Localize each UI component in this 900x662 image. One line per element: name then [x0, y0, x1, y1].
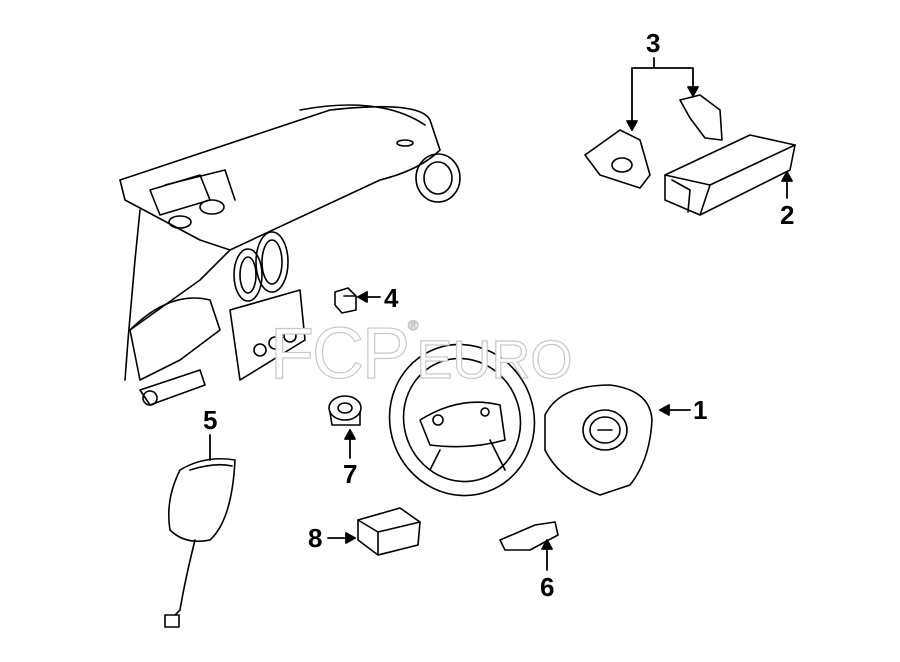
sensor-illustration: [499, 521, 559, 551]
clockspring-illustration: [328, 395, 362, 426]
callout-2: 2: [780, 200, 795, 230]
passenger-airbag-illustration: [664, 134, 796, 216]
callout-7: 7: [343, 459, 358, 489]
callout-4: 4: [384, 283, 399, 313]
watermark-brand: FCP: [269, 314, 410, 394]
callout-1: 1: [693, 395, 708, 425]
dashboard-illustration: [119, 104, 461, 406]
steering-wheel-illustration: [388, 343, 536, 497]
airbag-brackets-illustration: [584, 94, 723, 189]
driver-airbag-illustration: [544, 384, 653, 496]
side-airbag-illustration: [164, 457, 236, 628]
callout-6: 6: [540, 572, 555, 602]
watermark-suffix: EURO: [416, 330, 573, 390]
callout-8: 8: [308, 523, 323, 553]
fcp-euro-watermark: FCP®EURO: [269, 317, 573, 390]
callout-5: 5: [203, 405, 218, 435]
watermark-registered: ®: [407, 317, 419, 333]
control-module-illustration: [357, 507, 421, 556]
switch-illustration: [334, 287, 357, 314]
callout-3: 3: [646, 28, 661, 58]
leader-lines: [209, 57, 793, 571]
